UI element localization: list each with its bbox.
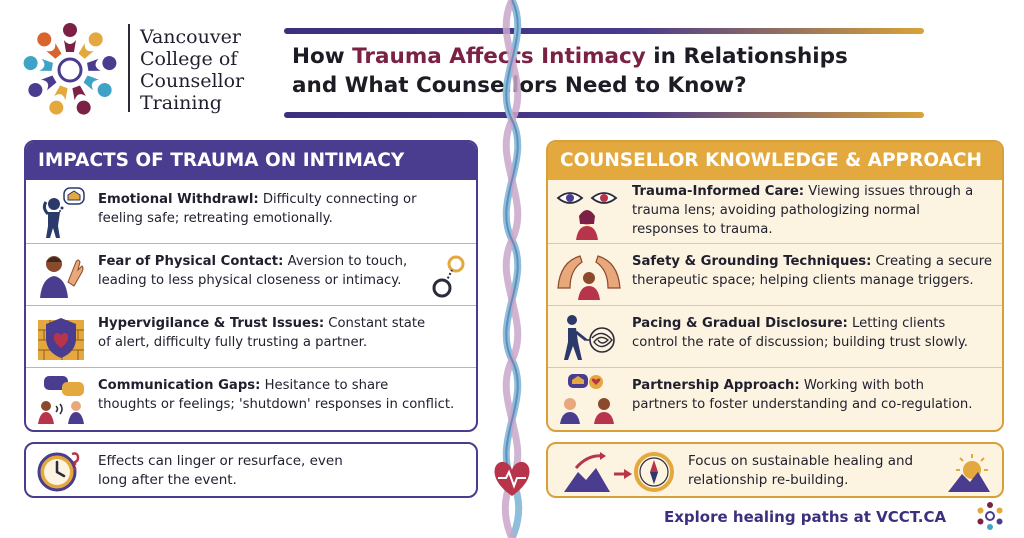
footer-logo-icon (977, 502, 1003, 530)
counsellor-panel: COUNSELLOR KNOWLEDGE & APPROACH Trauma-I… (546, 140, 1004, 432)
item-desc: thoughts or feelings; 'shutdown' respons… (98, 397, 455, 412)
item-term: Fear of Physical Contact: (98, 254, 284, 269)
withdrawn-person-icon (42, 187, 85, 238)
list-item: Emotional Withdrawl: Difficulty connecti… (26, 182, 476, 244)
title-text: How (292, 44, 353, 69)
item-desc: Difficulty connecting or (258, 192, 417, 207)
item-text: Safety & Grounding Techniques: Creating … (632, 252, 992, 290)
logo-divider (128, 24, 130, 112)
item-term: Trauma-Informed Care: (632, 184, 805, 199)
item-term: Safety & Grounding Techniques: (632, 254, 872, 269)
list-item: Partnership Approach: Working with both … (548, 368, 1002, 430)
item-term: Emotional Withdrawl: (98, 192, 259, 207)
healing-note: Focus on sustainable healing and relatio… (546, 442, 1004, 498)
item-text: Communication Gaps: Hesitance to share t… (98, 376, 454, 414)
note-line: long after the event. (98, 472, 237, 488)
college-name: Vancouver College of Counsellor Training (140, 26, 244, 114)
title-accent-text: Trauma Affects Intimacy (352, 44, 646, 69)
item-desc: of alert, difficulty fully trusting a pa… (98, 335, 368, 350)
handcuffs-icon (432, 255, 465, 298)
item-desc: Letting clients (847, 316, 946, 331)
item-text: Hypervigilance & Trust Issues: Constant … (98, 314, 425, 352)
item-desc: Constant state (324, 316, 426, 331)
title-line-2: and What Counsellors Need to Know? (292, 73, 747, 98)
college-logo-icon (23, 23, 117, 115)
page-title: How Trauma Affects Intimacy in Relations… (292, 42, 932, 100)
footer-cta-link[interactable]: Explore healing paths at VCCT.CA (664, 508, 947, 526)
title-text: in Relationships (645, 44, 848, 69)
college-name-line: Counsellor (140, 70, 245, 92)
item-term: Communication Gaps: (98, 378, 261, 393)
helix-divider-icon (494, 0, 530, 538)
counsellor-heading: COUNSELLOR KNOWLEDGE & APPROACH (548, 142, 1002, 180)
clock-icon (37, 452, 80, 492)
mountain-compass-icon (564, 452, 674, 492)
item-desc: therapeutic space; helping clients manag… (632, 273, 974, 288)
item-desc: Hesitance to share (260, 378, 389, 393)
hands-protect-icon (557, 255, 621, 300)
item-text: Partnership Approach: Working with both … (632, 376, 972, 414)
list-item: Pacing & Gradual Disclosure: Letting cli… (548, 306, 1002, 368)
item-desc: Creating a secure (871, 254, 992, 269)
sunrise-mountain-icon (948, 454, 990, 492)
college-name-line: College of (140, 48, 238, 70)
list-item: Hypervigilance & Trust Issues: Constant … (26, 306, 476, 368)
note-text: Focus on sustainable healing and relatio… (688, 452, 913, 490)
item-text: Pacing & Gradual Disclosure: Letting cli… (632, 314, 968, 352)
item-desc: Viewing issues through a (804, 184, 974, 199)
title-rule-bottom (284, 112, 924, 118)
list-item: Trauma-Informed Care: Viewing issues thr… (548, 182, 1002, 244)
item-desc: leading to less physical closeness or in… (98, 273, 402, 288)
title-rule-top (284, 28, 924, 34)
item-desc: control the rate of discussion; building… (632, 335, 968, 350)
impacts-heading: IMPACTS OF TRAUMA ON INTIMACY (26, 142, 476, 180)
item-desc: partners to foster understanding and co-… (632, 397, 973, 412)
item-term: Partnership Approach: (632, 378, 800, 393)
note-line: Effects can linger or resurface, even (98, 453, 343, 469)
list-item: Fear of Physical Contact: Aversion to to… (26, 244, 476, 306)
item-desc: feeling safe; retreating emotionally. (98, 211, 333, 226)
item-text: Emotional Withdrawl: Difficulty connecti… (98, 190, 417, 228)
college-name-line: Training (140, 92, 222, 114)
impacts-panel: IMPACTS OF TRAUMA ON INTIMACY Emotional … (24, 140, 478, 432)
note-text: Effects can linger or resurface, even lo… (98, 452, 343, 490)
item-desc: responses to trauma. (632, 222, 773, 237)
college-name-line: Vancouver (140, 26, 241, 48)
title-line-1: How Trauma Affects Intimacy in Relations… (292, 42, 932, 71)
eyes-person-icon (556, 192, 618, 240)
list-item: Safety & Grounding Techniques: Creating … (548, 244, 1002, 306)
list-item: Communication Gaps: Hesitance to share t… (26, 368, 476, 430)
item-desc: Aversion to touch, (283, 254, 408, 269)
note-line: Focus on sustainable healing and (688, 453, 914, 469)
item-desc: Working with both (799, 378, 924, 393)
item-text: Fear of Physical Contact: Aversion to to… (98, 252, 407, 290)
linger-note: Effects can linger or resurface, even lo… (24, 442, 478, 498)
item-text: Trauma-Informed Care: Viewing issues thr… (632, 182, 973, 239)
note-line: relationship re-building. (688, 472, 849, 488)
speech-bubbles-icon (38, 376, 84, 424)
couple-talk-icon (560, 374, 614, 424)
shield-heart-icon (38, 318, 84, 360)
raised-hand-person-icon (40, 256, 84, 298)
item-term: Hypervigilance & Trust Issues: (98, 316, 325, 331)
item-term: Pacing & Gradual Disclosure: (632, 316, 848, 331)
item-desc: trauma lens; avoiding pathologizing norm… (632, 203, 920, 218)
walking-tangle-icon (564, 315, 615, 360)
